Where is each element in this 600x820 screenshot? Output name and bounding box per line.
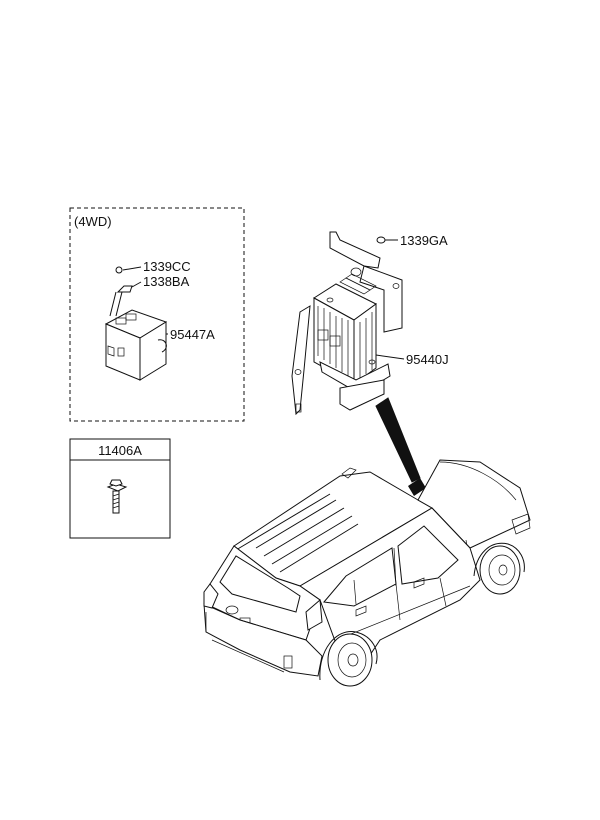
front-wheel <box>473 542 525 595</box>
group-4wd-frame <box>69 207 245 422</box>
bolt-box-part: 11406A <box>98 443 142 458</box>
mounting-bracket-icon <box>291 231 403 416</box>
bolt-box: 11406A <box>69 438 171 539</box>
group-4wd-title: (4WD) <box>74 214 112 229</box>
bolt-box-frame <box>69 438 171 539</box>
location-marker <box>408 478 426 496</box>
label-1338ba: 1338BA <box>143 274 190 289</box>
ecu-assembly: 1339GA 95440J <box>291 231 449 416</box>
control-unit-95447a-icon <box>104 309 168 381</box>
ecu-95440j-icon <box>313 273 391 411</box>
vehicle-suv-icon <box>203 459 531 687</box>
bolt-1339cc-icon <box>115 266 142 274</box>
rear-wheel <box>319 631 378 687</box>
nut-1339ga-icon <box>376 236 398 244</box>
location-pointer <box>375 397 421 483</box>
label-95447a: 95447A <box>170 327 215 342</box>
label-95440j: 95440J <box>406 352 449 367</box>
flange-bolt-icon <box>106 479 128 514</box>
label-1339cc: 1339CC <box>143 259 191 274</box>
group-4wd: (4WD) 1339CC 1338BA 95447A <box>69 207 245 422</box>
bracket-1338ba-icon <box>109 281 142 317</box>
label-1339ga: 1339GA <box>400 233 448 248</box>
